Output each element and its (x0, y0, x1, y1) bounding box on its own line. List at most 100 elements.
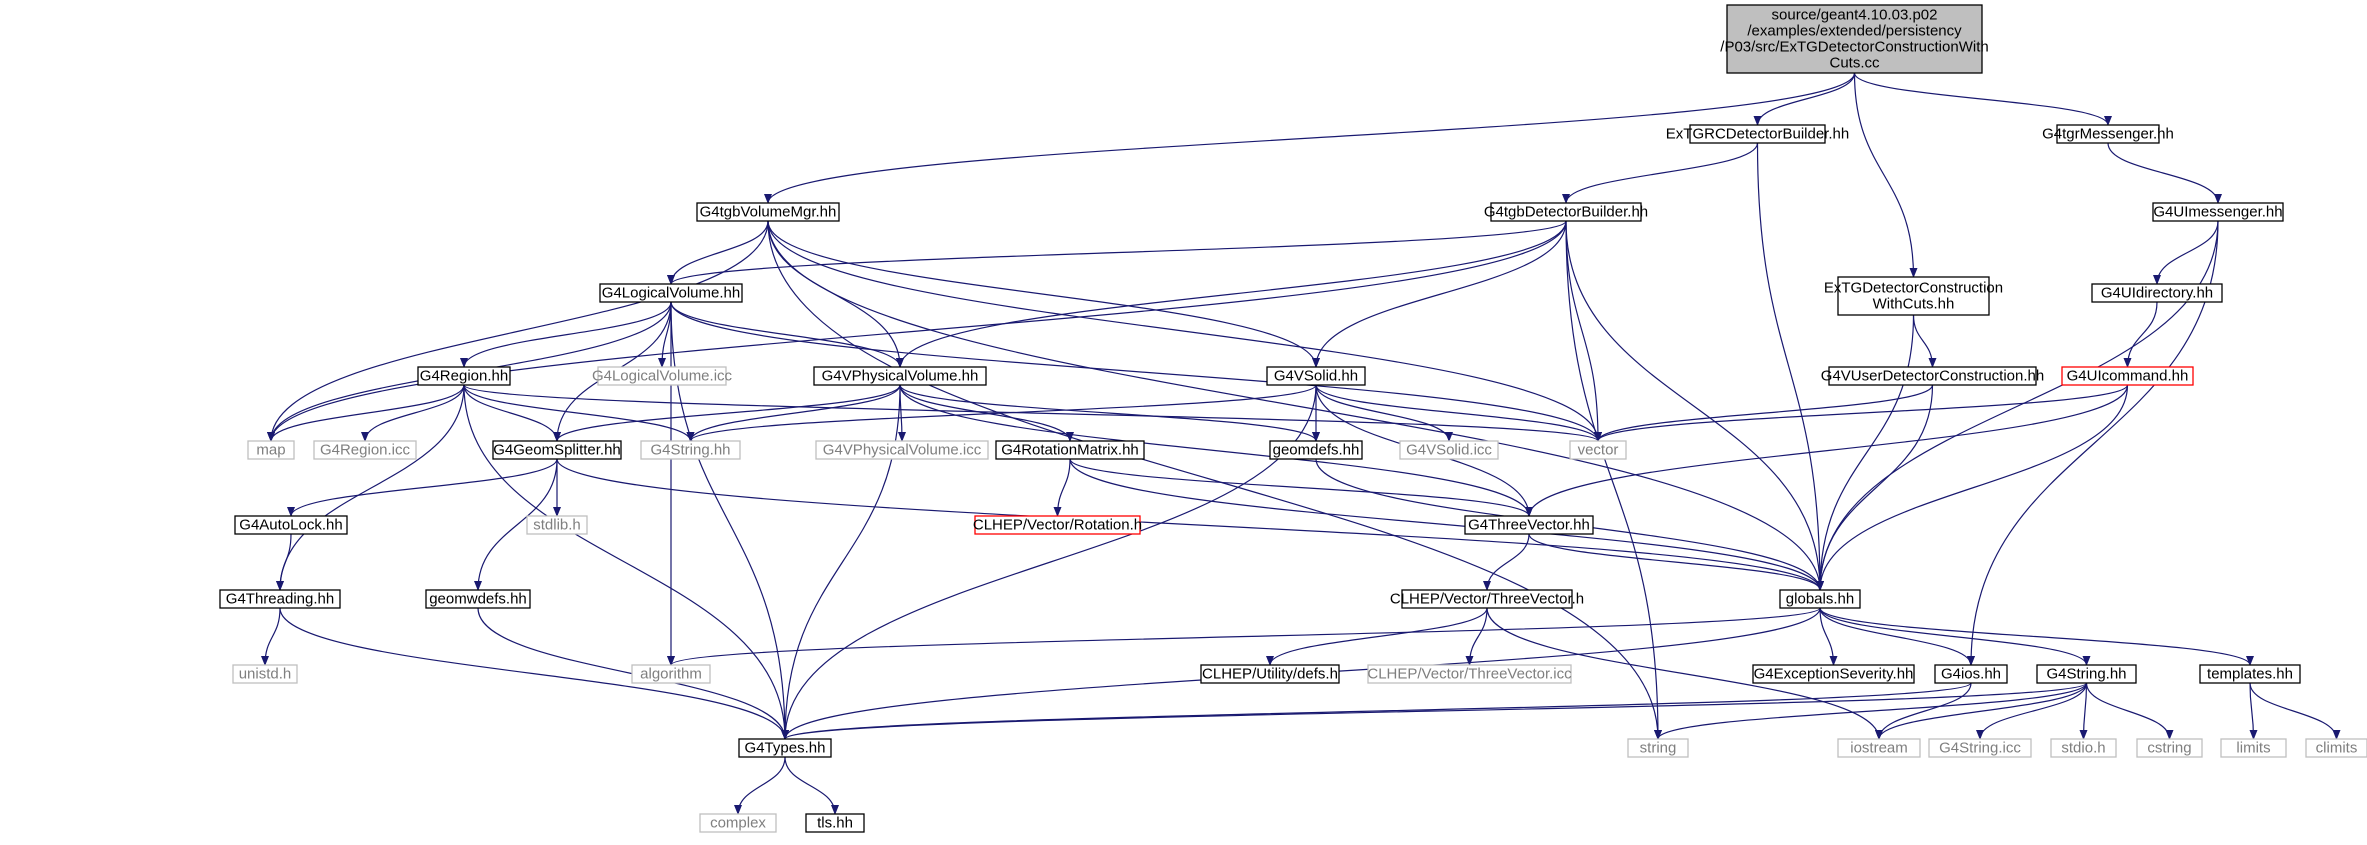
node-stdlib[interactable]: stdlib.h (526, 515, 588, 535)
node-g4vphysicc[interactable]: G4VPhysicalVolume.icc (815, 440, 989, 460)
node-g4autolock[interactable]: G4AutoLock.hh (234, 515, 348, 535)
edge-g4tgbvol-to-globals (767, 220, 1824, 591)
edge-g4vphys-to-geomdefs (899, 384, 1320, 442)
edge-globals-to-templates (1819, 607, 2254, 666)
node-g4vphys[interactable]: G4VPhysicalVolume.hh (813, 366, 987, 386)
node-geomwdefs[interactable]: geomwdefs.hh (425, 589, 531, 609)
edge-g4string2-to-stdio (2079, 682, 2088, 740)
node-g4threevec[interactable]: G4ThreeVector.hh (1464, 515, 1594, 535)
node-label: G4tgrMessenger.hh (2042, 126, 2174, 143)
node-label: iostream (1850, 740, 1908, 757)
dependency-edges (261, 72, 2341, 815)
node-label: G4ThreeVector.hh (1468, 517, 1590, 534)
node-extgrc[interactable]: ExTGRCDetectorBuilder.hh (1666, 124, 1849, 144)
edge-g4uicmd-to-g4threevec (1525, 384, 2129, 517)
node-box (1837, 276, 1990, 316)
node-g4uimess[interactable]: G4UImessenger.hh (2152, 202, 2284, 222)
node-label: limits (2236, 740, 2270, 757)
node-map[interactable]: map (247, 440, 295, 460)
edge-clhep3v-to-clhep3vicc (1465, 607, 1488, 666)
node-label: G4VSolid.icc (1406, 442, 1492, 459)
node-g4tgrmess[interactable]: G4tgrMessenger.hh (2042, 124, 2174, 144)
node-label: globals.hh (1786, 591, 1854, 608)
node-g4regicc[interactable]: G4Region.icc (313, 440, 417, 460)
node-g4uidir[interactable]: G4UIdirectory.hh (2091, 283, 2223, 303)
node-label: G4GeomSplitter.hh (493, 442, 621, 459)
node-g4excsev[interactable]: G4ExceptionSeverity.hh (1752, 664, 1915, 684)
node-stdio[interactable]: stdio.h (2050, 738, 2117, 758)
edge-globals-to-g4string2 (1819, 607, 2091, 666)
node-clhepvrot[interactable]: CLHEP/Vector/Rotation.h (973, 515, 1142, 535)
node-g4string2[interactable]: G4String.hh (2036, 664, 2137, 684)
edge-g4tgrmess-to-g4uimess (2107, 142, 2222, 204)
node-box (738, 738, 832, 758)
node-box (2036, 664, 2137, 684)
edge-g4threevec-to-globals (1528, 533, 1824, 591)
node-box (2152, 202, 2284, 222)
node-g4vsolid[interactable]: G4VSolid.hh (1266, 366, 1366, 386)
node-label: vector (1578, 442, 1619, 459)
edge-root-to-g4tgrmess (1853, 72, 2112, 126)
node-label: G4String.hh (650, 442, 730, 459)
edge-g4tgbdet-to-map (267, 220, 1567, 442)
node-tls[interactable]: tls.hh (805, 813, 865, 833)
node-g4tgbvol[interactable]: G4tgbVolumeMgr.hh (696, 202, 840, 222)
node-label: cstring (2147, 740, 2191, 757)
node-clhep3vicc[interactable]: CLHEP/Vector/ThreeVector.icc (1367, 664, 1572, 684)
node-vector[interactable]: vector (1569, 440, 1627, 460)
edge-globals-to-algorithm (667, 607, 1821, 666)
edge-root-to-g4tgbvol (764, 72, 1856, 204)
edge-g4threevec-to-clhep3v (1483, 533, 1530, 591)
node-g4logicc[interactable]: G4LogicalVolume.icc (592, 366, 733, 386)
node-box (1266, 366, 1366, 386)
node-globals[interactable]: globals.hh (1779, 589, 1861, 609)
node-label: stdio.h (2061, 740, 2105, 757)
edge-g4tgbdet-to-globals (1565, 220, 1824, 591)
node-g4stringicc[interactable]: G4String.icc (1928, 738, 2032, 758)
node-box (313, 440, 417, 460)
node-g4vuser[interactable]: G4VUserDetectorConstruction.hh (1821, 366, 2044, 386)
node-label: G4LogicalVolume.icc (592, 368, 733, 385)
node-box (2091, 283, 2223, 303)
node-root[interactable]: source/geant4.10.03.p02/examples/extende… (1720, 4, 1989, 74)
node-g4vsolidicc[interactable]: G4VSolid.icc (1399, 440, 1499, 460)
node-g4region[interactable]: G4Region.hh (417, 366, 511, 386)
node-g4types[interactable]: G4Types.hh (738, 738, 832, 758)
node-cstring[interactable]: cstring (2136, 738, 2203, 758)
edge-g4ios-to-g4types (781, 682, 1972, 740)
node-g4string[interactable]: G4String.hh (640, 440, 741, 460)
node-complex[interactable]: complex (699, 813, 777, 833)
node-box (1928, 738, 2032, 758)
node-string[interactable]: string (1627, 738, 1689, 758)
node-box (1934, 664, 2008, 684)
node-box (1399, 440, 1499, 460)
node-g4logvol[interactable]: G4LogicalVolume.hh (599, 283, 743, 303)
node-g4tgbdet[interactable]: G4tgbDetectorBuilder.hh (1484, 202, 1648, 222)
edge-g4tgbvol-to-vector (767, 220, 1602, 442)
node-box (1569, 440, 1627, 460)
node-unistd[interactable]: unistd.h (232, 664, 298, 684)
node-g4ios[interactable]: G4ios.hh (1934, 664, 2008, 684)
node-label: ExTGRCDetectorBuilder.hh (1666, 126, 1849, 143)
node-algorithm[interactable]: algorithm (631, 664, 711, 684)
node-geomdefs[interactable]: geomdefs.hh (1269, 440, 1363, 460)
node-label: G4AutoLock.hh (239, 517, 342, 534)
node-clhepdefs[interactable]: CLHEP/Utility/defs.h (1200, 664, 1340, 684)
edge-g4logvol-to-g4region (460, 301, 672, 368)
node-g4rotmat[interactable]: G4RotationMatrix.hh (995, 440, 1145, 460)
node-g4uicmd[interactable]: G4UIcommand.hh (2061, 366, 2194, 386)
node-limits[interactable]: limits (2220, 738, 2287, 758)
node-g4threading[interactable]: G4Threading.hh (219, 589, 341, 609)
node-g4geomsp[interactable]: G4GeomSplitter.hh (492, 440, 622, 460)
node-box (2305, 738, 2367, 758)
node-climits[interactable]: climits (2305, 738, 2367, 758)
node-iostream[interactable]: iostream (1837, 738, 1921, 758)
node-box (417, 366, 511, 386)
node-label: G4String.hh (2046, 666, 2126, 683)
node-clhep3v[interactable]: CLHEP/Vector/ThreeVector.h (1390, 589, 1584, 609)
node-label: G4VUserDetectorConstruction.hh (1821, 368, 2044, 385)
node-label: G4tgbVolumeMgr.hh (700, 204, 837, 221)
node-templates[interactable]: templates.hh (2199, 664, 2301, 684)
node-box (1464, 515, 1594, 535)
